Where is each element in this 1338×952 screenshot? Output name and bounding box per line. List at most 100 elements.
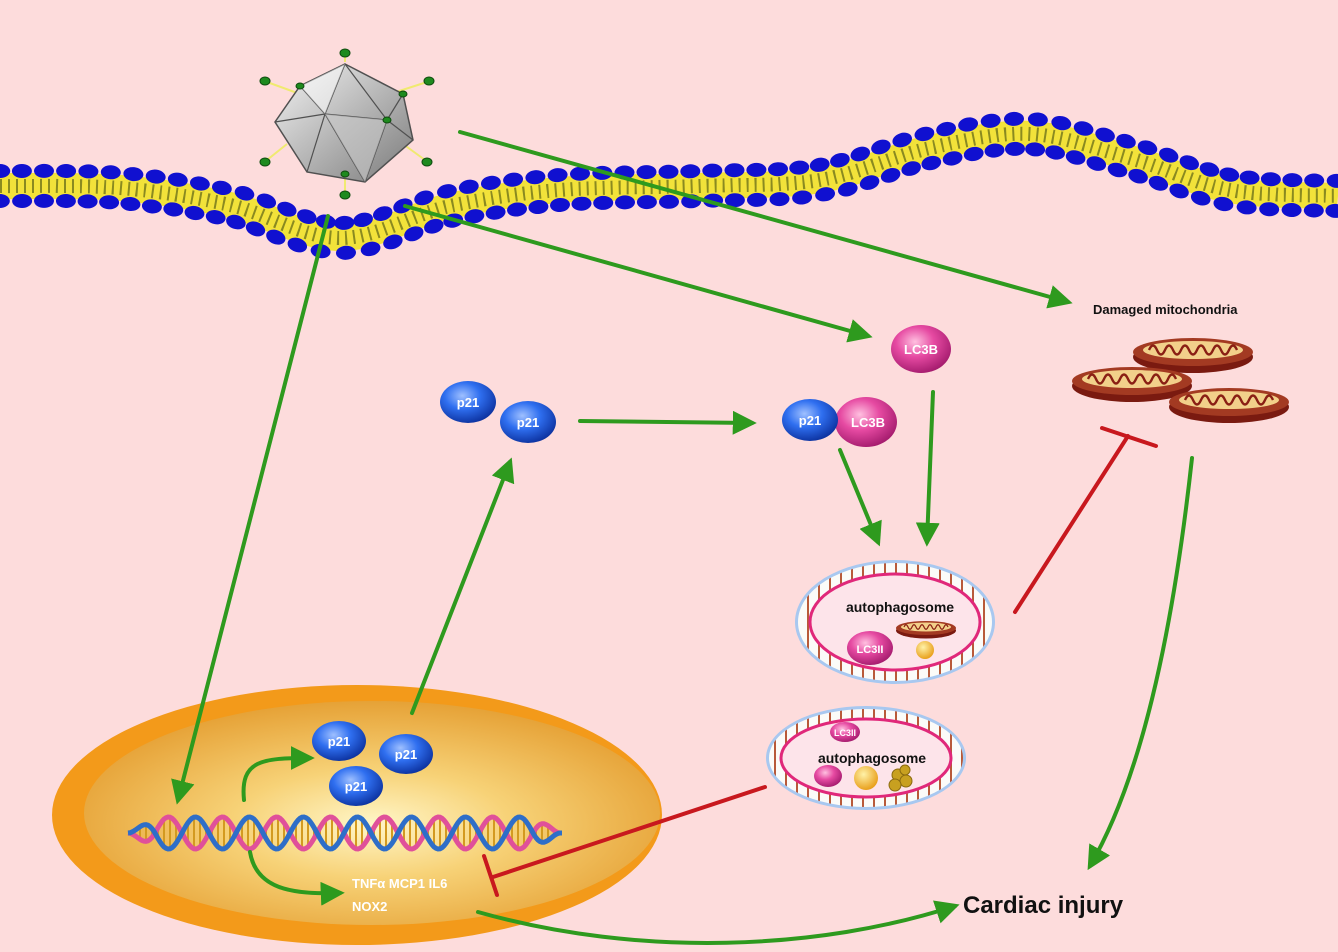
svg-text:p21: p21 (799, 413, 821, 428)
lipid-head (1159, 147, 1179, 163)
p21-protein: p21 (329, 766, 383, 806)
arrow-nucleus-to-p21 (410, 457, 515, 715)
arrow-cytokines-to-cardiac-injury (476, 900, 960, 945)
nox2-label: NOX2 (352, 899, 387, 914)
lipid-head (547, 168, 568, 183)
lipid-head (680, 164, 701, 179)
svg-text:p21: p21 (328, 734, 350, 749)
svg-text:p21: p21 (395, 747, 417, 762)
lipid-head (570, 166, 590, 181)
lipid-head (768, 162, 788, 177)
lipid-head (100, 165, 121, 180)
lipid-head (963, 146, 984, 162)
arrow-virus-to-lc3b (403, 204, 873, 343)
svg-text:p21: p21 (345, 779, 367, 794)
arrow-dna-to-p21 (241, 746, 315, 802)
lipid-head (120, 196, 141, 212)
lipid-head (163, 202, 184, 217)
lipid-head (184, 205, 205, 221)
lipid-head (571, 196, 592, 211)
svg-text:LC3II: LC3II (857, 644, 884, 656)
lipid-head (1086, 156, 1107, 171)
lipid-head (77, 194, 98, 209)
lipid-head (437, 184, 457, 199)
adenovirus-capsid-icon (259, 48, 435, 200)
lipid-head (404, 226, 424, 242)
lipid-head (414, 190, 434, 206)
lipid-head (287, 237, 308, 253)
lipid-head (458, 179, 479, 194)
lipid-head (167, 172, 188, 187)
p21-protein: p21 (500, 401, 556, 443)
lipid-head (871, 139, 891, 155)
lipid-head (528, 199, 549, 215)
lipid-head (593, 195, 614, 210)
lipid-head (1326, 173, 1338, 188)
inhibition-autophagosome-to-cytokines (482, 785, 767, 897)
lipid-head (123, 167, 144, 182)
lipid-head (1107, 162, 1128, 178)
lipid-head (1325, 203, 1338, 218)
lipid-head (56, 163, 77, 179)
arrow-mitochondria-to-cardiac-injury (1087, 456, 1194, 871)
cell-membrane (0, 111, 1338, 260)
lipid-head (747, 192, 767, 207)
lipid-head (914, 126, 935, 142)
lipid-head (266, 229, 286, 245)
arrow-p21-to-complex (578, 410, 757, 435)
svg-text:LC3B: LC3B (851, 415, 885, 430)
lipid-head (145, 169, 166, 184)
lipid-head (1137, 140, 1158, 156)
lipid-head (480, 175, 501, 190)
lipid-head (1005, 141, 1025, 156)
lipid-head (724, 163, 745, 178)
lipid-head (12, 193, 33, 209)
lipid-head (1282, 173, 1303, 188)
svg-text:p21: p21 (457, 395, 479, 410)
lipid-head (1281, 202, 1302, 218)
lipid-head (360, 241, 381, 257)
lipid-head (334, 215, 355, 230)
lipid-head (256, 193, 277, 209)
lipid-head (901, 161, 921, 176)
lipid-head (1260, 172, 1281, 187)
p21-lc3b-complex: LC3B p21 (782, 397, 897, 447)
damaged-mitochondria-label: Damaged mitochondria (1093, 302, 1238, 317)
lipid-head (746, 162, 767, 177)
lipid-head (205, 210, 226, 225)
lipid-head (0, 193, 10, 209)
autophagosome-icon: autophagosome LC3II (795, 560, 995, 684)
mitochondrion-icon (1167, 386, 1291, 425)
lipid-head (1025, 142, 1046, 157)
lipid-head (936, 121, 956, 137)
svg-text:LC3II: LC3II (834, 728, 856, 738)
lipid-head (1004, 111, 1024, 126)
lipid-head (789, 160, 810, 175)
lipid-head (942, 151, 963, 166)
autophagosome-icon: LC3II autophagosome (766, 706, 966, 810)
lipid-head (1116, 133, 1136, 149)
arrow-lc3b-to-autophagosome (915, 390, 940, 547)
lipid-head (850, 146, 871, 162)
lipid-head (636, 195, 657, 210)
lipid-head (1027, 112, 1048, 127)
lipid-head (234, 186, 255, 201)
lipid-head (1148, 175, 1169, 191)
lipid-head (141, 199, 162, 214)
lipid-head (189, 176, 210, 191)
lipid-head (507, 202, 527, 217)
lipid-head (372, 206, 393, 222)
lipid-head (636, 165, 657, 180)
lipid-head (1259, 202, 1280, 217)
lipid-head (226, 214, 246, 230)
lipid-head (1169, 183, 1189, 199)
lipid-head (980, 113, 1001, 128)
autophagosome-label: autophagosome (818, 750, 926, 766)
lipid-head (212, 180, 232, 196)
lipid-head (55, 193, 76, 209)
lipid-head (859, 175, 880, 190)
lipid-head (297, 209, 317, 224)
lipid-head (1304, 173, 1325, 188)
lipid-head (702, 163, 723, 178)
lipid-head (1213, 196, 1234, 212)
